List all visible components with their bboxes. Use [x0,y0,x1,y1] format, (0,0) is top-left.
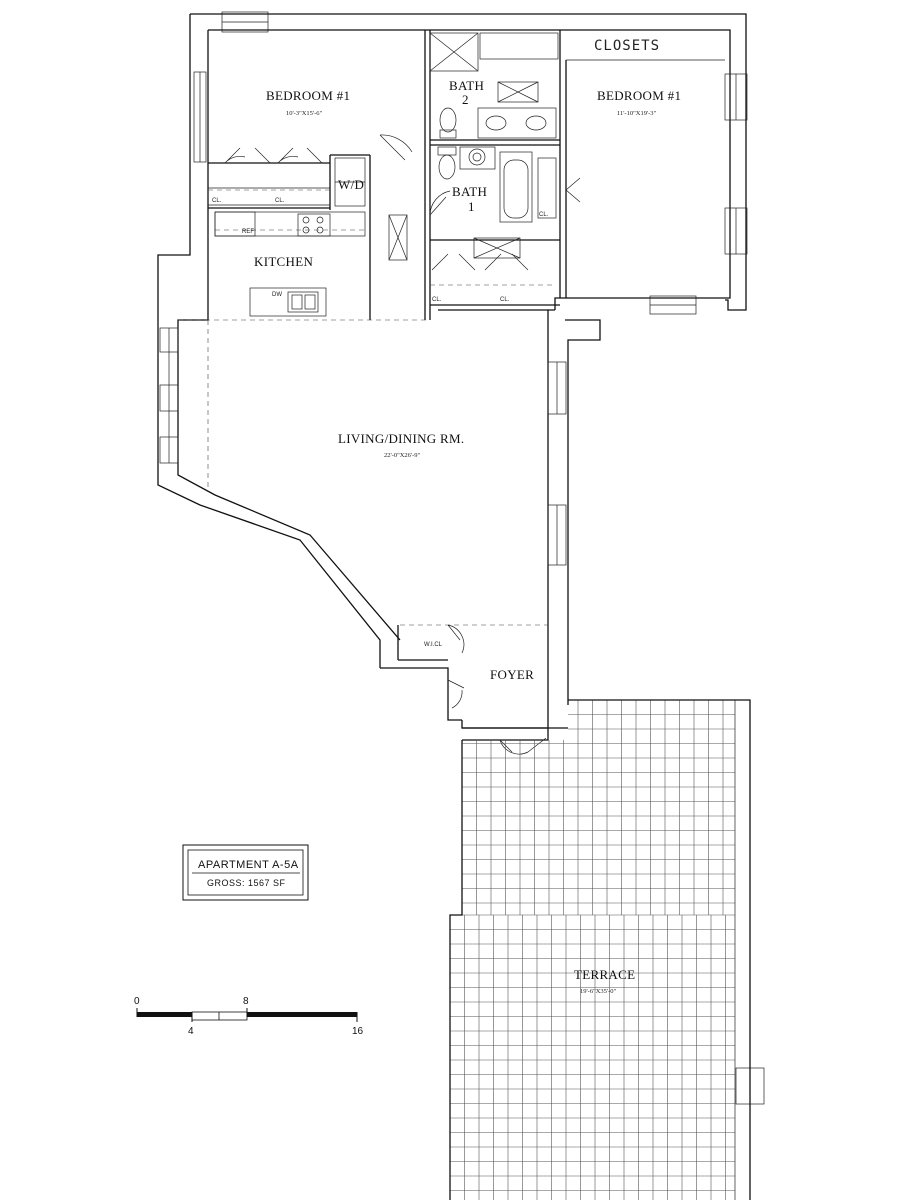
closet-label: CL. [275,198,285,204]
bedroom-left-name: BEDROOM #1 [266,88,350,103]
dashed-boundaries [178,189,555,626]
title-block: APARTMENT A-5A GROSS: 1567 SF [182,844,309,901]
closets-handwritten-note: CLOSETS [594,38,660,54]
exterior-walls [157,13,747,741]
closet-label: CL. [432,297,442,303]
bath2-name: BATH [449,78,484,93]
terrace-name: TERRACE [574,967,635,982]
scale-label-0: 0 [134,996,140,1007]
closet-label: CL. [212,198,222,204]
living-dims: 22'-0"X26'-9" [384,452,421,459]
washer-dryer-label: W/D [338,177,364,192]
closet-label: CL. [539,212,549,218]
doors [224,134,581,755]
bedroom-left-dims: 10'-3"X15'-6" [286,110,323,117]
scale-label-16: 16 [352,1026,364,1037]
bedroom-right-dims: 11'-10"X19'-3" [617,110,657,117]
terrace-dims: 19'-6"X35'-0" [580,988,617,995]
apartment-title: APARTMENT A-5A [198,859,299,871]
wic-label: W.I.CL [424,642,443,648]
closet-label: CL. [500,297,510,303]
bath2-number: 2 [462,92,469,107]
room-labels: BEDROOM #1 10'-3"X15'-6" BEDROOM #1 11'-… [212,38,681,995]
bath1-name: BATH [452,184,487,199]
bath1-number: 1 [468,199,475,214]
scale-label-8: 8 [243,996,249,1007]
scale-label-4: 4 [188,1026,194,1037]
scale-bar: 0 4 8 16 [134,996,364,1037]
refrigerator-label: REF [242,229,254,235]
kitchen-name: KITCHEN [254,254,313,269]
fixtures [208,32,559,317]
windows [159,11,765,1105]
terrace-outline [449,699,751,1200]
foyer-name: FOYER [490,667,534,682]
bedroom-right-name: BEDROOM #1 [597,88,681,103]
living-name: LIVING/DINING RM. [338,431,464,446]
dishwasher-label: DW [272,292,282,298]
interior-walls [208,30,725,661]
terrace-tile-grid [449,699,735,1200]
gross-area: GROSS: 1567 SF [207,878,286,888]
